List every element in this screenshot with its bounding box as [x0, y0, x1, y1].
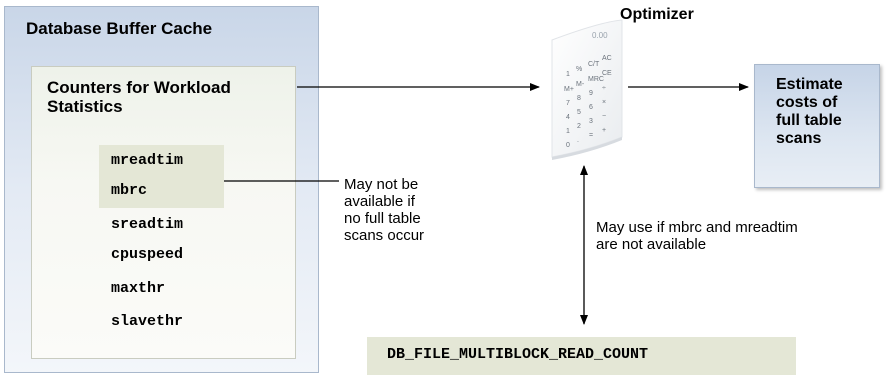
- unavailable-note-line: May not be: [344, 176, 419, 193]
- counters-box: [31, 66, 296, 359]
- database-buffer-cache-title: Database Buffer Cache: [26, 19, 213, 38]
- svg-text:+: +: [602, 127, 606, 134]
- unavailable-note-line: no full table: [344, 210, 421, 227]
- svg-text:÷: ÷: [602, 85, 606, 92]
- svg-text:2: 2: [577, 123, 581, 130]
- estimate-text: Estimate costs of full table scans: [776, 76, 876, 148]
- unavailable-stats-highlight: [99, 145, 224, 208]
- optimizer-label: Optimizer: [620, 6, 694, 23]
- svg-text:C/T: C/T: [588, 61, 600, 68]
- stat-slavethr: slavethr: [111, 313, 184, 330]
- svg-text:M-: M-: [576, 81, 585, 88]
- svg-text:3: 3: [589, 118, 593, 125]
- parameter-box: [367, 337, 796, 375]
- stat-cpuspeed: cpuspeed: [111, 246, 184, 263]
- svg-text:.: .: [577, 137, 579, 144]
- stat-sreadtim: sreadtim: [111, 216, 184, 233]
- estimate-text-line: scans: [776, 130, 822, 147]
- svg-text:AC: AC: [602, 55, 612, 62]
- svg-text:−: −: [602, 113, 606, 120]
- fallback-note: May use if mbrc and mreadtim are not ava…: [596, 219, 798, 253]
- estimate-text-line: costs of: [776, 94, 838, 111]
- counters-title: Counters for Workload Statistics: [47, 78, 231, 116]
- svg-text:6: 6: [589, 104, 593, 111]
- unavailable-note-line: available if: [344, 193, 415, 210]
- svg-text:9: 9: [589, 90, 593, 97]
- svg-text:×: ×: [602, 99, 606, 106]
- svg-text:%: %: [576, 66, 582, 73]
- estimate-text-line: Estimate: [776, 76, 843, 93]
- svg-text:M+: M+: [564, 86, 574, 93]
- svg-text:=: =: [589, 132, 593, 139]
- svg-text:8: 8: [577, 95, 581, 102]
- svg-text:4: 4: [566, 114, 570, 121]
- svg-text:0: 0: [566, 142, 570, 149]
- stat-mreadtim: mreadtim: [111, 152, 184, 169]
- svg-text:1: 1: [566, 71, 570, 78]
- svg-text:1: 1: [566, 128, 570, 135]
- svg-text:7: 7: [566, 100, 570, 107]
- estimate-text-line: full table: [776, 112, 842, 129]
- fallback-note-line: are not available: [596, 236, 707, 253]
- svg-text:0.00: 0.00: [592, 31, 608, 40]
- stat-mbrc: mbrc: [111, 182, 148, 199]
- stat-maxthr: maxthr: [111, 280, 166, 297]
- estimate-box: [754, 64, 880, 188]
- svg-text:5: 5: [577, 109, 581, 116]
- svg-text:MRC: MRC: [588, 76, 604, 83]
- unavailable-note-line: scans occur: [344, 227, 425, 244]
- fallback-note-line: May use if mbrc and mreadtim: [596, 219, 798, 236]
- unavailable-note: May not be available if no full table sc…: [344, 176, 424, 244]
- svg-text:CE: CE: [602, 70, 612, 77]
- parameter-name: DB_FILE_MULTIBLOCK_READ_COUNT: [387, 346, 649, 363]
